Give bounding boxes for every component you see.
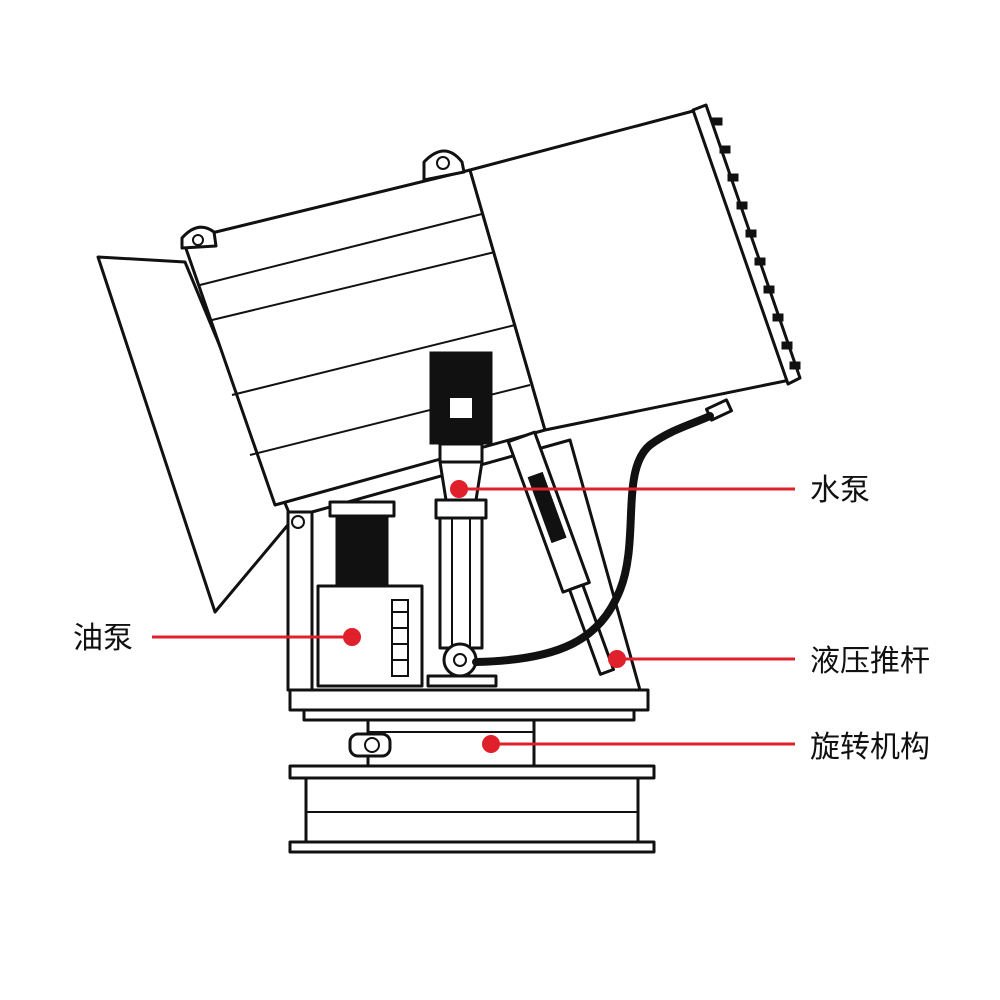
rotation-drive — [348, 732, 392, 758]
pivot-post — [286, 510, 314, 692]
callout-rotation-mechanism: 旋转机构 — [482, 730, 930, 765]
water-pump-column — [438, 516, 484, 650]
lifting-lug-top — [422, 149, 466, 182]
water-pump-inlet-flange — [442, 642, 478, 678]
label-water-pump: 水泵 — [810, 473, 870, 508]
nozzle-heads — [711, 117, 801, 370]
lower-base — [288, 764, 656, 854]
label-oil-pump: 油泵 — [73, 621, 133, 656]
lifting-lug-left — [180, 225, 218, 250]
oil-pump-motor — [335, 509, 389, 589]
callout-oil-pump: 油泵 — [73, 621, 361, 656]
callout-water-pump: 水泵 — [450, 473, 870, 508]
water-pump — [426, 351, 498, 688]
oil-pump — [316, 500, 424, 688]
label-hydraulic-rod: 液压推杆 — [810, 644, 930, 679]
callout-hydraulic-rod: 液压推杆 — [608, 644, 930, 679]
base-plate — [288, 688, 650, 722]
label-rotation-mechanism: 旋转机构 — [810, 730, 930, 765]
water-hose — [472, 412, 714, 666]
